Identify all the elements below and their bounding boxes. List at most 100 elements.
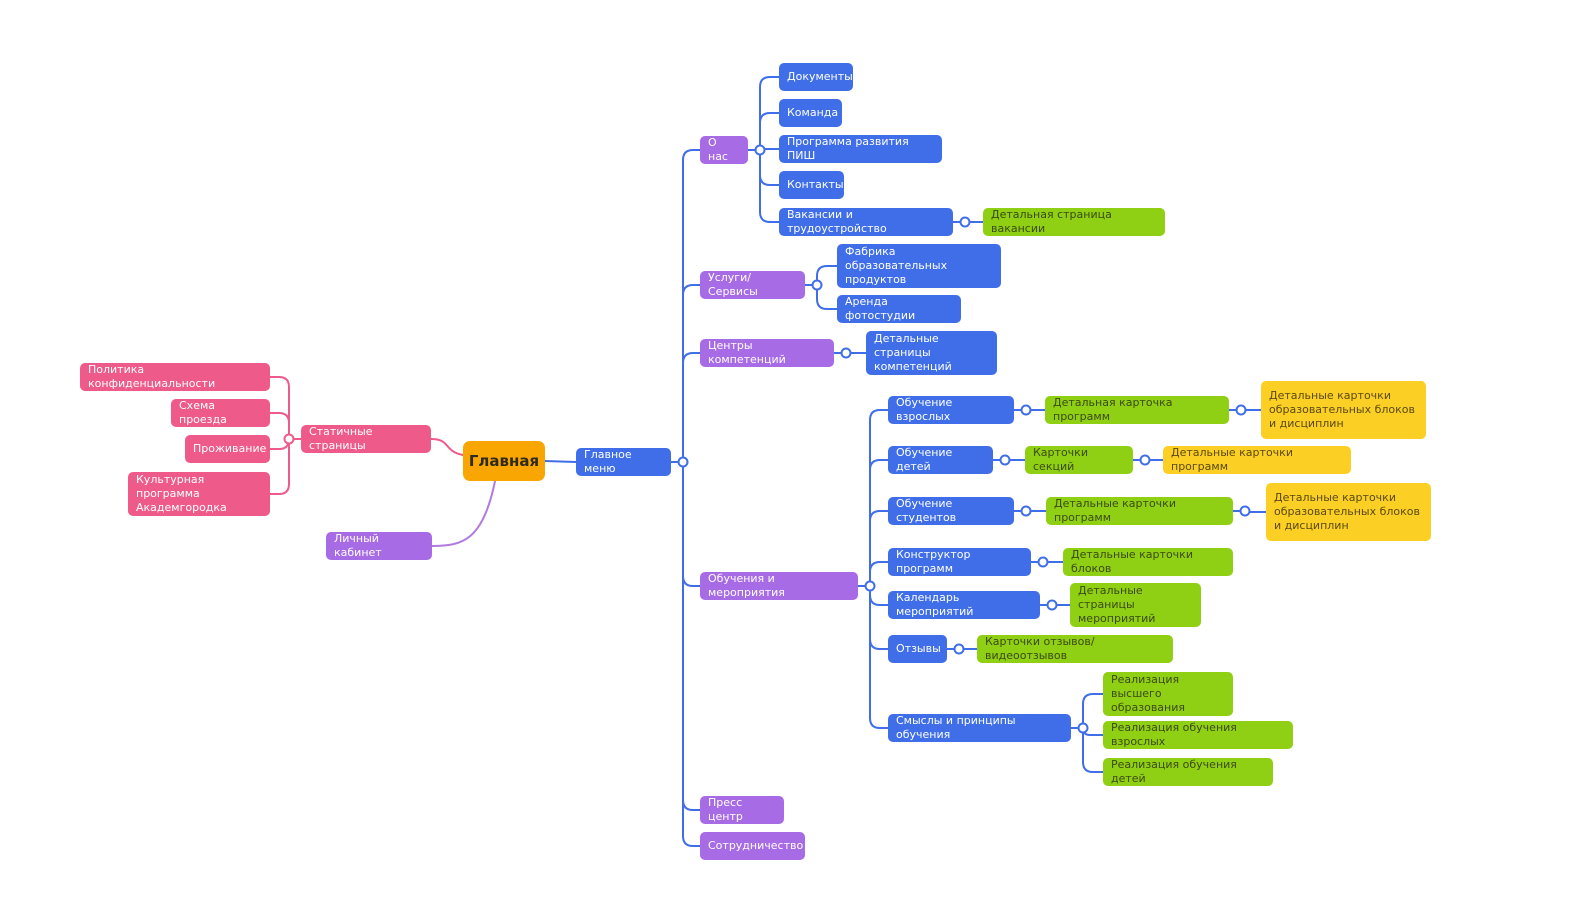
collapse-handle-node-about[interactable] bbox=[754, 144, 766, 156]
node-edu-meaning-kids[interactable]: Реализация обучения детей bbox=[1103, 758, 1273, 786]
node-edu-calendar[interactable]: Календарь мероприятий bbox=[888, 591, 1040, 619]
node-edu-kids[interactable]: Обучение детей bbox=[888, 446, 993, 474]
link-node-edu-reviews bbox=[869, 585, 889, 650]
node-about[interactable]: О нас bbox=[700, 136, 748, 164]
link-node-static-privacy bbox=[269, 376, 290, 440]
link-node-about-docs bbox=[759, 76, 780, 151]
link-node-edu-students bbox=[869, 510, 889, 587]
node-about-contacts[interactable]: Контакты bbox=[779, 171, 844, 199]
node-edu[interactable]: Обучения и мероприятия bbox=[700, 572, 858, 600]
node-static-privacy[interactable]: Политика конфиденциальности bbox=[80, 363, 270, 391]
collapse-handle-node-edu-students[interactable] bbox=[1020, 505, 1032, 517]
link-node-edu bbox=[682, 461, 701, 587]
node-edu-meaning-higher[interactable]: Реализация высшего образования bbox=[1103, 672, 1233, 716]
node-main-menu-label: Главное меню bbox=[584, 448, 632, 475]
node-edu-kids-detail[interactable]: Карточки секций bbox=[1025, 446, 1133, 474]
node-edu-adults-sub[interactable]: Детальные карточки образовательных блоко… bbox=[1261, 381, 1426, 439]
node-about-team[interactable]: Команда bbox=[779, 99, 842, 127]
link-root-static bbox=[430, 438, 464, 456]
node-services-label: Услуги/Сервисы bbox=[708, 271, 758, 298]
node-edu-reviews-label: Отзывы bbox=[896, 642, 941, 655]
collapse-handle-node-edu-kids-detail[interactable] bbox=[1139, 454, 1151, 466]
node-static-route[interactable]: Схема проезда bbox=[171, 399, 270, 427]
node-edu-builder-detail[interactable]: Детальные карточки блоков bbox=[1063, 548, 1233, 576]
collapse-handle-node-edu-meaning[interactable] bbox=[1077, 722, 1089, 734]
collapse-handle-node-services[interactable] bbox=[811, 279, 823, 291]
link-node-edu-builder bbox=[869, 561, 889, 587]
link-node-coop bbox=[682, 461, 701, 847]
node-services-photo-label: Аренда фотостудии bbox=[845, 295, 916, 322]
node-centers[interactable]: Центры компетенций bbox=[700, 339, 834, 367]
node-edu-students-sub-label: Детальные карточки образовательных блоко… bbox=[1274, 491, 1421, 532]
node-edu-students[interactable]: Обучение студентов bbox=[888, 497, 1014, 525]
node-edu-calendar-detail[interactable]: Детальные страницы мероприятий bbox=[1070, 583, 1201, 627]
collapse-handle-node-edu-students-detail[interactable] bbox=[1239, 505, 1251, 517]
node-root-label: Главная bbox=[468, 452, 540, 470]
node-about-docs[interactable]: Документы bbox=[779, 63, 853, 91]
collapse-handle-node-edu-adults-detail[interactable] bbox=[1235, 404, 1247, 416]
link-node-about-team bbox=[759, 112, 780, 151]
node-edu-reviews-detail-label: Карточки отзывов/видеоотзывов bbox=[985, 635, 1095, 662]
node-edu-builder-label: Конструктор программ bbox=[896, 548, 971, 575]
node-centers-detail[interactable]: Детальные страницы компетенций bbox=[866, 331, 997, 375]
node-edu-students-sub[interactable]: Детальные карточки образовательных блоко… bbox=[1266, 483, 1431, 541]
node-edu-meaning-adults[interactable]: Реализация обучения взрослых bbox=[1103, 721, 1293, 749]
node-about-team-label: Команда bbox=[787, 106, 839, 119]
node-services-factory-label: Фабрика образовательных продуктов bbox=[845, 245, 948, 286]
node-services-factory[interactable]: Фабрика образовательных продуктов bbox=[837, 244, 1001, 288]
node-edu-meaning-adults-label: Реализация обучения взрослых bbox=[1111, 721, 1237, 748]
node-about-docs-label: Документы bbox=[787, 70, 853, 83]
node-about-program-label: Программа развития ПИШ bbox=[787, 135, 909, 162]
node-press[interactable]: Пресс центр bbox=[700, 796, 784, 824]
link-node-static-culture bbox=[269, 438, 290, 495]
collapse-handle-node-edu-adults[interactable] bbox=[1020, 404, 1032, 416]
node-edu-label: Обучения и мероприятия bbox=[708, 572, 785, 599]
node-static-culture[interactable]: Культурная программа Академгородка bbox=[128, 472, 270, 516]
node-edu-adults-sub-label: Детальные карточки образовательных блоко… bbox=[1269, 389, 1416, 430]
collapse-handle-node-main-menu[interactable] bbox=[677, 456, 689, 468]
node-static-living[interactable]: Проживание bbox=[185, 435, 270, 463]
node-about-program[interactable]: Программа развития ПИШ bbox=[779, 135, 942, 163]
node-edu-kids-sub[interactable]: Детальные карточки программ bbox=[1163, 446, 1351, 474]
node-root[interactable]: Главная bbox=[463, 441, 545, 481]
node-edu-meaning[interactable]: Смыслы и принципы обучения bbox=[888, 714, 1071, 742]
collapse-handle-node-centers[interactable] bbox=[840, 347, 852, 359]
link-root-menu bbox=[544, 460, 577, 463]
collapse-handle-node-about-vacancies[interactable] bbox=[959, 216, 971, 228]
node-services[interactable]: Услуги/Сервисы bbox=[700, 271, 805, 299]
collapse-handle-node-static[interactable] bbox=[283, 433, 295, 445]
node-about-contacts-label: Контакты bbox=[787, 178, 844, 191]
node-edu-reviews-detail[interactable]: Карточки отзывов/видеоотзывов bbox=[977, 635, 1173, 663]
collapse-handle-node-edu-kids[interactable] bbox=[999, 454, 1011, 466]
node-edu-builder[interactable]: Конструктор программ bbox=[888, 548, 1031, 576]
node-centers-detail-label: Детальные страницы компетенций bbox=[874, 332, 952, 373]
node-coop[interactable]: Сотрудничество bbox=[700, 832, 805, 860]
link-node-edu-adults bbox=[869, 409, 889, 587]
link-node-about-contacts bbox=[759, 149, 780, 186]
collapse-handle-node-edu-builder[interactable] bbox=[1037, 556, 1049, 568]
node-edu-kids-label: Обучение детей bbox=[896, 446, 953, 473]
node-about-vacancies[interactable]: Вакансии и трудоустройство bbox=[779, 208, 953, 236]
node-press-label: Пресс центр bbox=[708, 796, 743, 823]
node-edu-students-label: Обучение студентов bbox=[896, 497, 957, 524]
node-edu-students-detail[interactable]: Детальные карточки программ bbox=[1046, 497, 1233, 525]
node-services-photo[interactable]: Аренда фотостудии bbox=[837, 295, 961, 323]
link-node-static-route bbox=[269, 412, 290, 440]
collapse-handle-node-edu-calendar[interactable] bbox=[1046, 599, 1058, 611]
collapse-handle-node-edu-reviews[interactable] bbox=[953, 643, 965, 655]
link-node-edu-meaning-kids bbox=[1082, 727, 1104, 773]
node-edu-reviews[interactable]: Отзывы bbox=[888, 635, 947, 663]
node-edu-adults-detail[interactable]: Детальная карточка программ bbox=[1045, 396, 1229, 424]
node-static[interactable]: Статичные страницы bbox=[301, 425, 431, 453]
node-edu-meaning-higher-label: Реализация высшего образования bbox=[1111, 673, 1185, 714]
node-static-route-label: Схема проезда bbox=[179, 399, 227, 426]
node-lk[interactable]: Личный кабинет bbox=[326, 532, 432, 560]
node-static-label: Статичные страницы bbox=[309, 425, 373, 452]
collapse-handle-node-edu[interactable] bbox=[864, 580, 876, 592]
node-edu-kids-sub-label: Детальные карточки программ bbox=[1171, 446, 1293, 473]
node-edu-adults[interactable]: Обучение взрослых bbox=[888, 396, 1014, 424]
node-static-living-label: Проживание bbox=[193, 442, 267, 455]
node-vacancy-detail[interactable]: Детальная страница вакансии bbox=[983, 208, 1165, 236]
node-main-menu[interactable]: Главное меню bbox=[576, 448, 671, 476]
